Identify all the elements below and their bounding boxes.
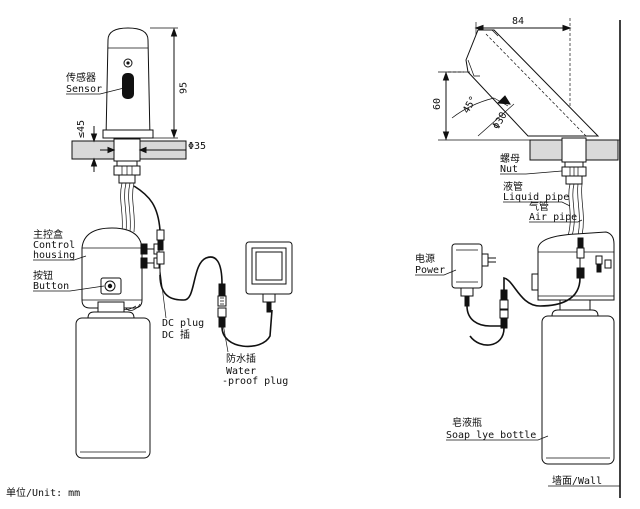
dim-60-label: 60 <box>432 98 443 110</box>
sensor-label-en: Sensor <box>66 84 102 95</box>
liquid-label-cn: 液管 <box>503 180 523 193</box>
sensor-window <box>122 73 134 99</box>
dcplug-label-cn: DC 插 <box>162 328 190 341</box>
power-adapter-left <box>245 241 293 313</box>
wall-label: 墙面/Wall <box>552 474 602 487</box>
dimension-84: 84 <box>474 16 572 40</box>
soap-bottle-left <box>75 301 151 459</box>
dc-plug-left <box>156 229 167 319</box>
air-label-cn: 气管 <box>529 200 549 213</box>
water-label-cn: 防水插 <box>226 352 256 365</box>
right-side-view: 84 45° Φ30 60 <box>415 16 621 498</box>
nut-label-en: Nut <box>500 164 518 175</box>
sensor-label-cn: 传感器 <box>66 71 96 84</box>
button-label-en: Button <box>33 281 69 292</box>
power-label-cn: 电源 <box>415 252 435 265</box>
waterproof-plug <box>217 283 273 353</box>
control-housing-right <box>531 231 615 301</box>
counter-plate-left <box>71 138 187 162</box>
faucet-body-front <box>102 27 154 139</box>
control-label-en2: housing <box>33 250 75 261</box>
dimension-95: 95 <box>150 27 189 139</box>
dim-phi35-label: Φ35 <box>188 141 206 152</box>
nut-label-cn: 螺母 <box>500 153 520 165</box>
pipes-left <box>120 182 161 233</box>
nut-right <box>561 161 587 185</box>
button-label-cn: 按钮 <box>33 269 53 282</box>
dimension-60: 60 <box>432 71 470 141</box>
unit-label: 单位/Unit: mm <box>6 486 80 499</box>
control-housing <box>81 227 160 311</box>
dim-84-label: 84 <box>512 16 524 27</box>
water-label-en2: -proof plug <box>222 376 288 387</box>
bottle-label-en: Soap lye bottle <box>446 430 536 441</box>
pipes-right <box>567 183 584 237</box>
control-label-cn: 主控盒 <box>33 228 63 241</box>
power-adapter-right <box>451 243 496 307</box>
bottle-label-cn: 皂液瓶 <box>452 416 482 429</box>
dim-le45-label: ≤45 <box>76 120 87 138</box>
nut-left <box>113 160 141 184</box>
air-label-en: Air pipe <box>529 212 577 223</box>
water-label-en1: Water <box>226 366 256 377</box>
soap-bottle-right <box>541 299 615 465</box>
dcplug-label-en: DC plug <box>162 318 204 329</box>
power-label-en: Power <box>415 265 445 276</box>
left-front-view: 95 ≤45 Φ35 传感器 Sensor <box>33 27 293 459</box>
cable-dc-to-waterproof <box>159 256 223 301</box>
dim-95-label: 95 <box>178 82 189 94</box>
cables-right <box>466 277 581 346</box>
dimension-le45: ≤45 <box>76 120 98 172</box>
counter-plate-right <box>438 137 620 163</box>
liquid-label-en: Liquid pipe <box>503 192 569 203</box>
control-label-en1: Control <box>33 240 75 251</box>
faucet-body-side <box>465 29 600 137</box>
dim-45deg-label: 45° <box>461 94 480 115</box>
